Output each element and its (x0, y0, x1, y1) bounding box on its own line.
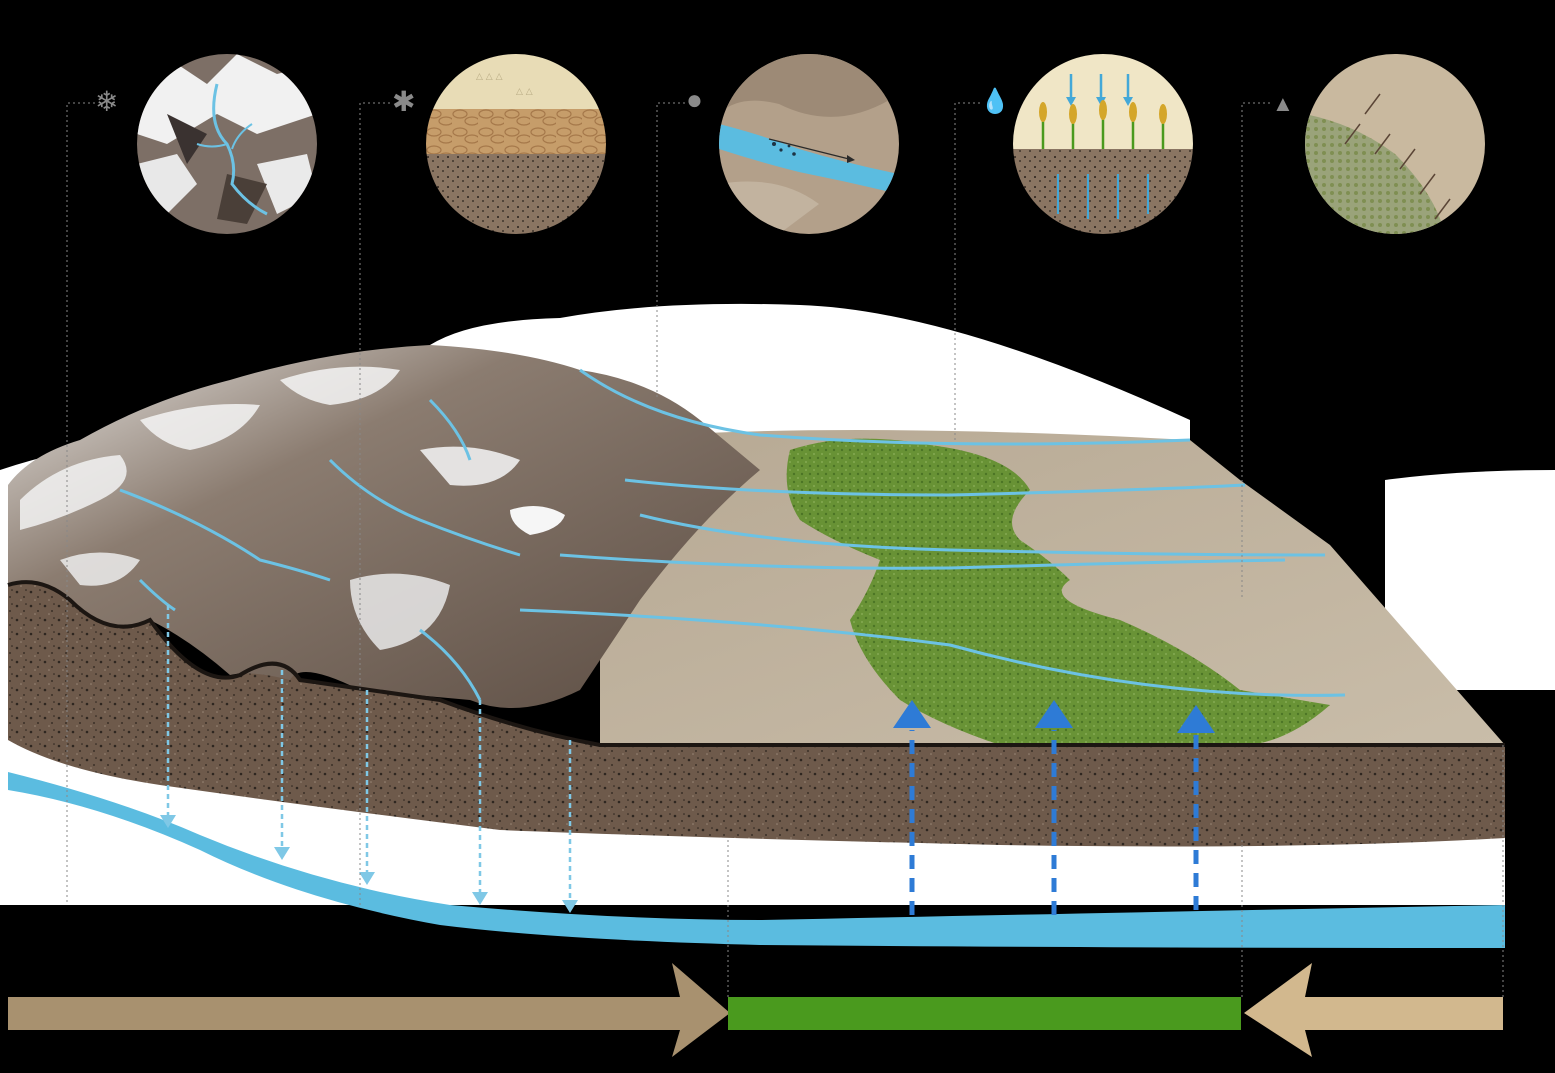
mountain-zone-arrow (8, 963, 730, 1057)
riverbed-lens (719, 54, 899, 234)
snow-mountain-lens (137, 54, 317, 234)
dot-icon: ● (686, 86, 703, 114)
water-drops-icon: 💧 (980, 88, 1010, 116)
desert-edge-lens (1305, 54, 1485, 234)
irrigated-crops-lens (1013, 54, 1193, 234)
soil-layers-lens: △ △ △ △ △ (426, 54, 606, 234)
svg-text:△ △: △ △ (516, 87, 533, 97)
desert-zone-arrow (1244, 963, 1503, 1057)
oasis-zone-band (728, 997, 1241, 1030)
zone-bands (8, 963, 1503, 1057)
dune-icon: ▲ (1272, 90, 1294, 118)
svg-text:△ △ △: △ △ △ (476, 72, 503, 82)
asterisk-icon: ✱ (392, 88, 415, 116)
snowflake-icon: ❄ (95, 88, 118, 116)
recharge-arrowhead (562, 900, 578, 913)
